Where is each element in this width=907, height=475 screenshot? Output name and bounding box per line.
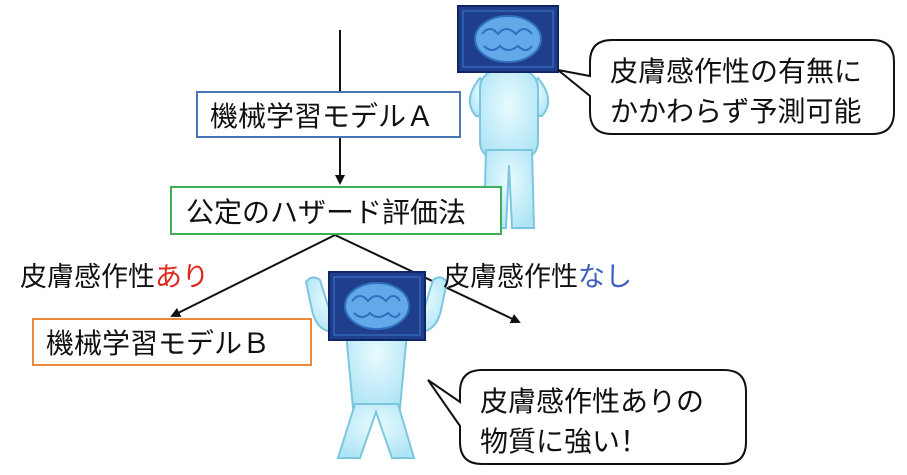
speech-bubble-top-line2: かかわらず予測可能 — [610, 95, 862, 128]
speech-bubble-top-text: 皮膚感作性の有無に かかわらず予測可能 — [610, 52, 862, 132]
edge-label-sensitizer: 皮膚感作性あり — [20, 255, 209, 294]
edge-label-non-sensitizer: 皮膚感作性なし — [443, 255, 632, 294]
model-b-label: 機械学習モデルＢ — [46, 327, 271, 360]
edge-label-sensitizer-yes: あり — [155, 262, 209, 293]
arrow-hazard-to-model-b — [170, 234, 336, 317]
arrow-hazard-to-negative — [334, 234, 521, 324]
edge-label-non-sensitizer-prefix: 皮膚感作性 — [443, 262, 578, 293]
model-a-box: 機械学習モデルＡ — [196, 91, 461, 138]
speech-bubble-top — [557, 39, 895, 135]
edge-label-sensitizer-prefix: 皮膚感作性 — [20, 262, 155, 293]
edge-label-non-sensitizer-no: なし — [578, 262, 632, 293]
speech-bubble-top-line1: 皮膚感作性の有無に — [610, 55, 863, 88]
speech-bubble-bottom-text: 皮膚感作性ありの 物質に強い！ — [480, 382, 704, 462]
hazard-method-label: 公定のハザード評価法 — [186, 195, 467, 229]
robot-brain-icon-bottom — [304, 271, 449, 459]
model-a-label: 機械学習モデルＡ — [210, 99, 435, 133]
speech-bubble-bottom-line2: 物質に強い！ — [480, 425, 649, 458]
speech-bubble-bottom — [427, 369, 747, 465]
model-b-box: 機械学習モデルＢ — [32, 318, 312, 366]
hazard-method-box: 公定のハザード評価法 — [170, 186, 502, 235]
speech-bubble-bottom-line1: 皮膚感作性ありの — [480, 385, 705, 418]
